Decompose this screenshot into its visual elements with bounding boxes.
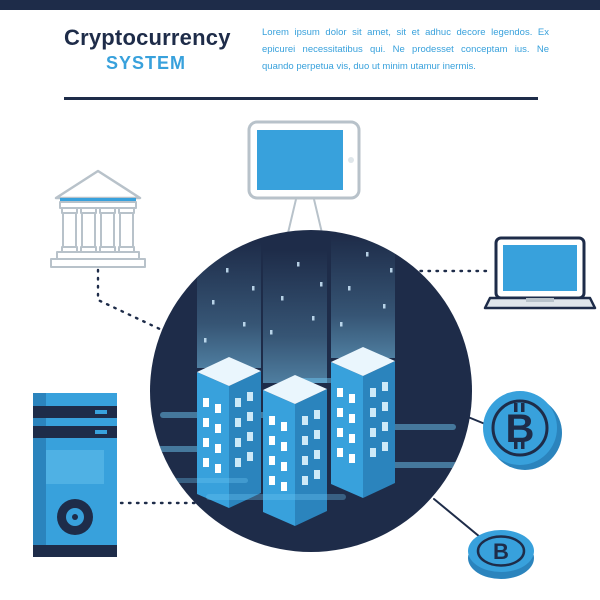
coin-ring: [476, 535, 526, 567]
btc-symbol: B: [493, 539, 509, 564]
tower-windows-shaded: [370, 382, 388, 457]
laptop-trackpad-notch: [526, 298, 554, 302]
bank-step-lower: [50, 258, 146, 268]
connector-bitcoin-small: [433, 498, 481, 538]
server-tower-right: [331, 347, 395, 498]
tower-windows: [269, 416, 287, 491]
btc-tick: [521, 440, 525, 449]
bank-step-upper: [56, 251, 140, 260]
header-divider: [64, 97, 538, 100]
tower-windows-shaded: [302, 410, 320, 485]
bank-pediment: [54, 169, 142, 200]
laptop-base: [483, 296, 597, 310]
tablet-home-button: [348, 157, 354, 163]
tower-windows: [337, 388, 355, 463]
laptop-icon: [483, 236, 597, 310]
server-tower-left: [197, 357, 261, 508]
bank-entablature: [59, 201, 137, 209]
tower-windows-shaded: [235, 392, 253, 467]
light-streaks-front: [168, 478, 346, 500]
tower-bay-slot-1: [95, 410, 107, 414]
tablet-stand: [286, 194, 324, 234]
laptop-screen: [503, 245, 577, 291]
bank-columns: [61, 207, 135, 253]
connector-bank-dotted: [96, 268, 166, 333]
top-accent-bar: [0, 0, 600, 10]
tower-drive-bay-2: [33, 426, 117, 438]
desktop-tower-icon: [33, 393, 117, 557]
tower-drive-bay-1: [33, 406, 117, 418]
intro-paragraph: Lorem ipsum dolor sit amet, sit et adhuc…: [262, 27, 549, 72]
page-title: Cryptocurrency: [64, 25, 231, 50]
tower-windows: [203, 398, 221, 473]
btc-tick: [514, 440, 518, 449]
btc-tick: [521, 403, 525, 412]
tower-fan-hub: [72, 514, 78, 520]
btc-tick: [514, 403, 518, 412]
tablet-icon: [247, 120, 361, 200]
bitcoin-coin-tilted-icon: B: [468, 530, 534, 579]
btc-symbol: B: [506, 407, 535, 451]
tower-panel: [46, 450, 104, 484]
server-tower-middle: [263, 375, 327, 526]
bank-blue-band: [60, 198, 136, 202]
coin-ring: [491, 399, 549, 457]
tower-bay-slot-2: [95, 430, 107, 434]
bank-icon: [50, 169, 146, 268]
beam-particles: [204, 252, 393, 343]
bitcoin-coin-icon: B: [483, 391, 562, 470]
tablet-screen: [257, 130, 343, 190]
page-subtitle: SYSTEM: [105, 53, 186, 73]
tower-base-strip: [33, 545, 117, 557]
